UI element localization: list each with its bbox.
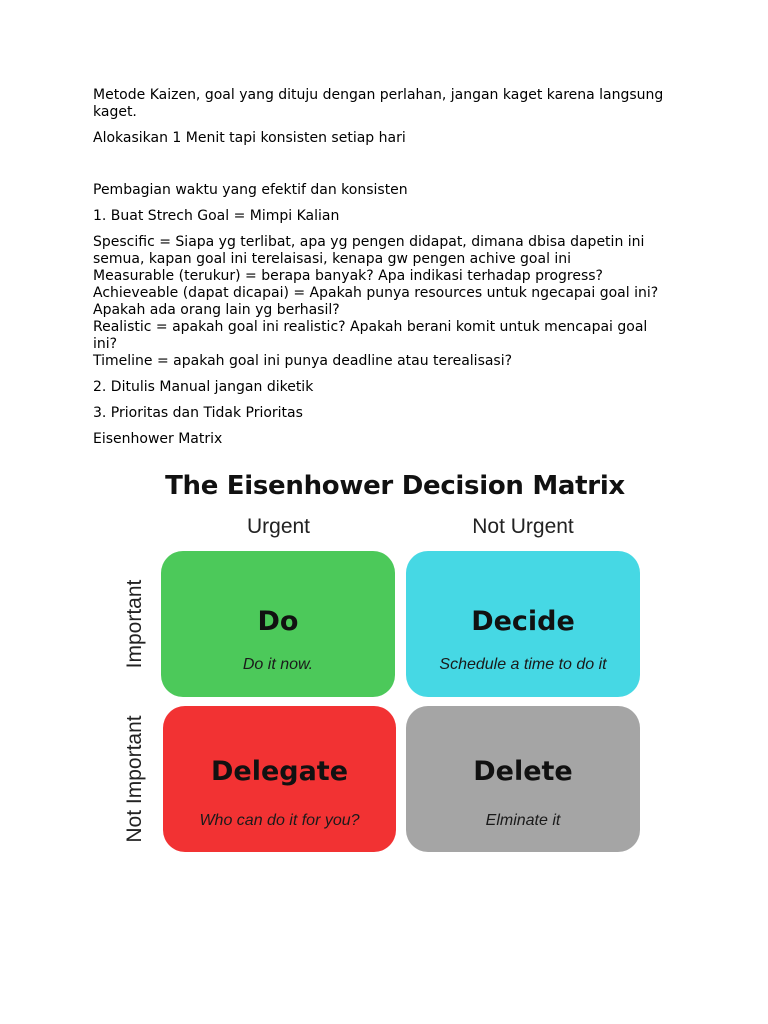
quadrant-decide-subtitle: Schedule a time to do it bbox=[439, 656, 607, 673]
smart-line: Measurable (terukur) = berapa banyak? Ap… bbox=[93, 268, 603, 284]
quadrant-delete-subtitle: Elminate it bbox=[485, 812, 561, 829]
smart-line: semua, kapan goal ini terelaisasi, kenap… bbox=[93, 251, 572, 267]
row-header-important: Important bbox=[123, 579, 146, 669]
paragraph-ditulis-manual: 2. Ditulis Manual jangan diketik bbox=[93, 379, 314, 395]
paragraph-kaizen: Metode Kaizen, goal yang dituju dengan p… bbox=[93, 87, 683, 121]
quadrant-do: Do Do it now. bbox=[161, 551, 395, 697]
quadrant-do-title: Do bbox=[257, 606, 299, 637]
matrix-title: The Eisenhower Decision Matrix bbox=[165, 471, 625, 501]
quadrant-delegate-subtitle: Who can do it for you? bbox=[199, 812, 360, 829]
column-header-urgent: Urgent bbox=[246, 515, 311, 538]
quadrant-decide-title: Decide bbox=[471, 606, 575, 637]
column-header-not-urgent: Not Urgent bbox=[472, 515, 574, 538]
smart-line: Achieveable (dapat dicapai) = Apakah pun… bbox=[93, 285, 659, 301]
smart-line: ini? bbox=[93, 336, 118, 352]
quadrant-delete: Delete Elminate it bbox=[406, 706, 640, 852]
smart-line: Realistic = apakah goal ini realistic? A… bbox=[93, 319, 648, 335]
smart-line: Timeline = apakah goal ini punya deadlin… bbox=[93, 353, 513, 369]
paragraph-alokasi: Alokasikan 1 Menit tapi konsisten setiap… bbox=[93, 130, 406, 146]
smart-line: Apakah ada orang lain yg berhasil? bbox=[93, 302, 340, 318]
paragraph-eisenhower-label: Eisenhower Matrix bbox=[93, 431, 223, 447]
paragraph-kaizen-line-1: Metode Kaizen, goal yang dituju dengan p… bbox=[93, 87, 664, 103]
quadrant-delegate: Delegate Who can do it for you? bbox=[163, 706, 396, 852]
paragraph-pembagian: Pembagian waktu yang efektif dan konsist… bbox=[93, 182, 408, 198]
smart-line: Spescific = Siapa yg terlibat, apa yg pe… bbox=[93, 234, 645, 250]
paragraph-kaizen-line-2: kaget. bbox=[93, 104, 137, 120]
quadrant-do-subtitle: Do it now. bbox=[242, 656, 314, 673]
paragraph-smart: Spescific = Siapa yg terlibat, apa yg pe… bbox=[93, 234, 683, 370]
paragraph-prioritas: 3. Prioritas dan Tidak Prioritas bbox=[93, 405, 303, 421]
quadrant-delegate-title: Delegate bbox=[210, 756, 349, 787]
quadrant-delete-title: Delete bbox=[473, 756, 573, 787]
row-header-not-important: Not Important bbox=[123, 715, 146, 843]
document-body: Metode Kaizen, goal yang dituju dengan p… bbox=[93, 87, 683, 457]
paragraph-stretch-goal: 1. Buat Strech Goal = Mimpi Kalian bbox=[93, 208, 340, 224]
quadrant-decide: Decide Schedule a time to do it bbox=[406, 551, 640, 697]
